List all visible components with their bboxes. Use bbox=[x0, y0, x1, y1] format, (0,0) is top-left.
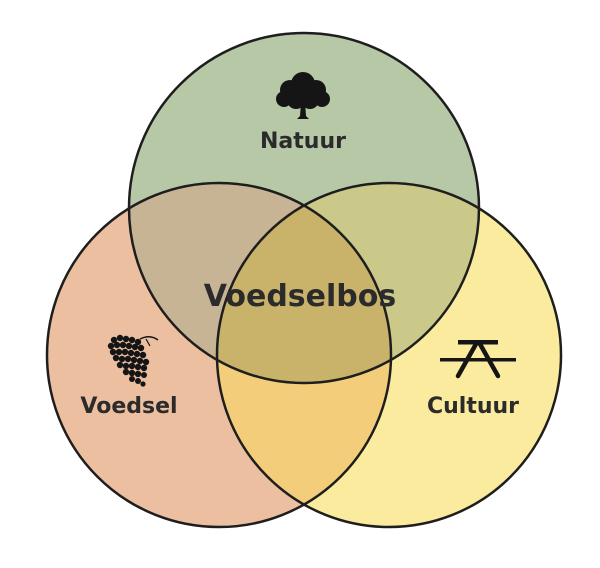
tree-icon bbox=[276, 72, 330, 119]
circle-cultuur-outline bbox=[215, 181, 563, 529]
berry-cluster-icon bbox=[107, 334, 159, 387]
circle-label-cultuur: Cultuur bbox=[427, 394, 519, 419]
circle-voedsel-outline bbox=[45, 181, 393, 529]
center-label: Voedselbos bbox=[204, 279, 396, 314]
circle-label-natuur: Natuur bbox=[260, 129, 346, 154]
overlap-all bbox=[217, 183, 391, 383]
picnic-table-icon bbox=[440, 340, 516, 379]
circle-label-voedsel: Voedsel bbox=[80, 394, 177, 419]
